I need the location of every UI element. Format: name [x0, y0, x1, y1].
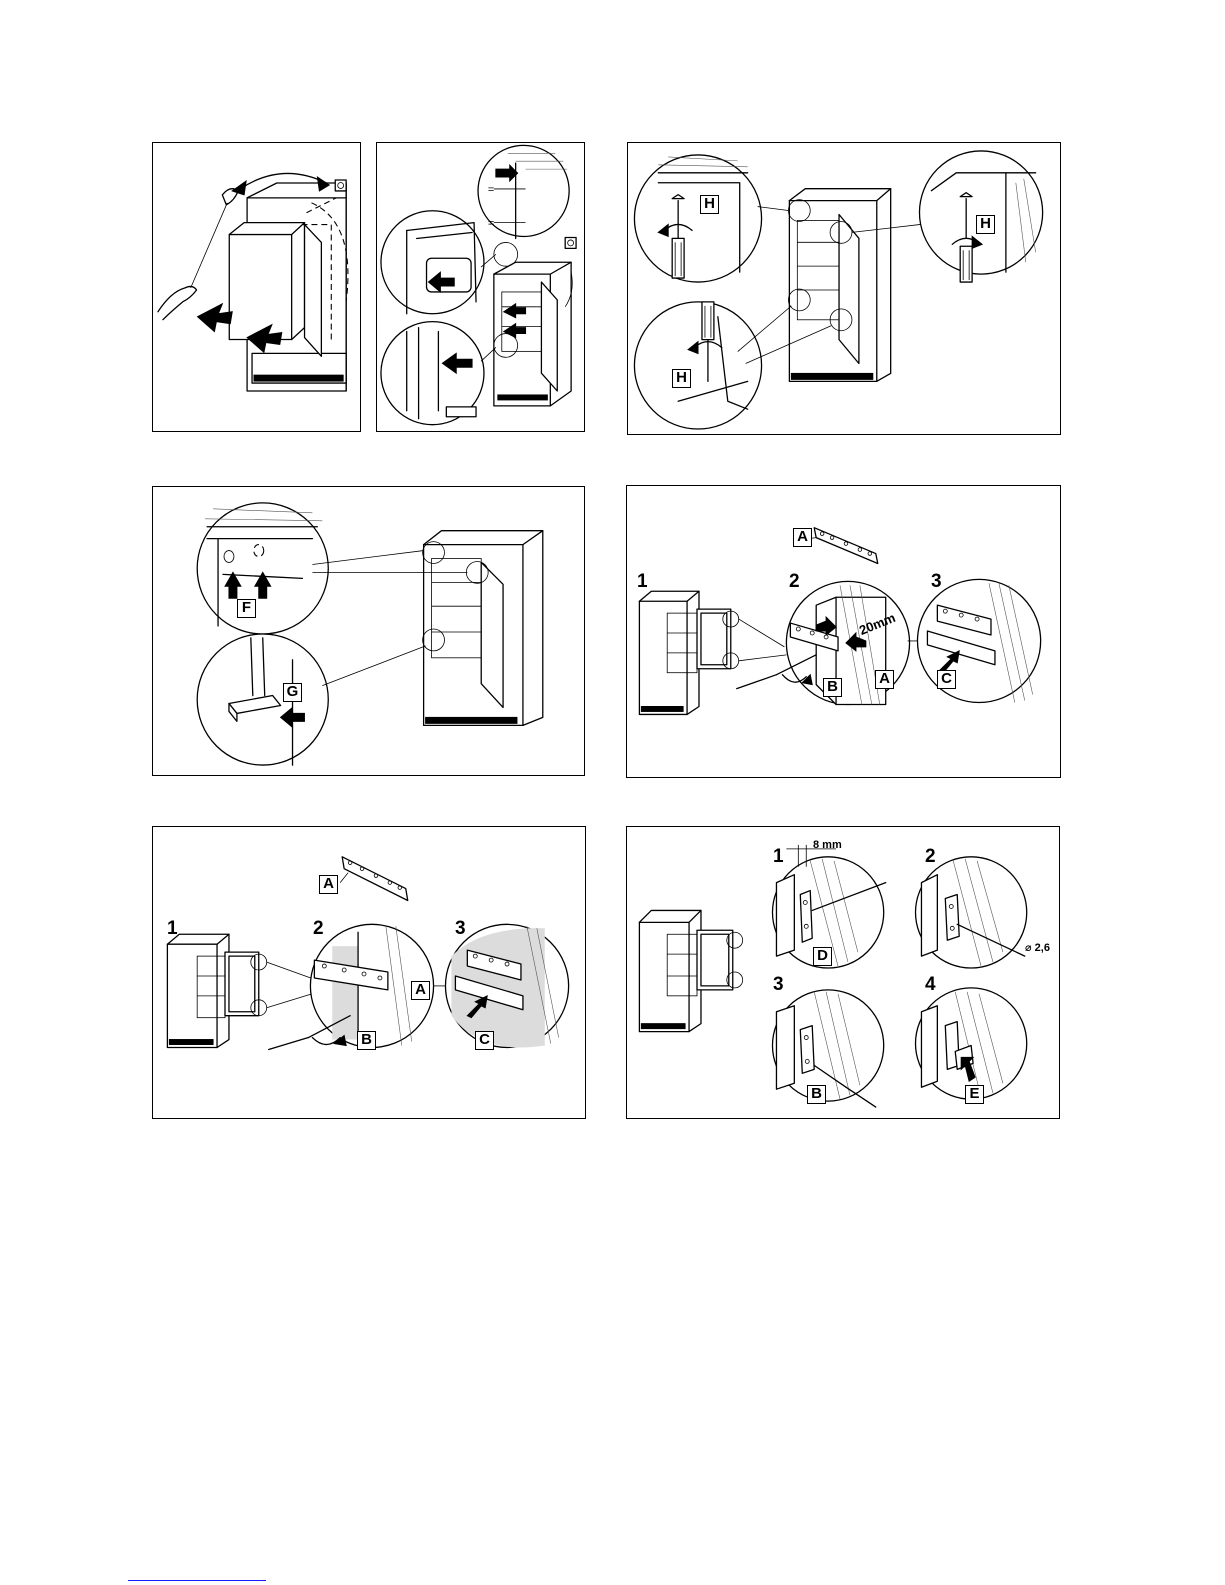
step-number-1: 1 [773, 847, 784, 866]
illustration-screws-h [628, 143, 1060, 434]
step-number-1: 1 [167, 919, 178, 938]
label-b: B [357, 1031, 376, 1050]
illustration-bracket-20mm [627, 486, 1060, 777]
label-a-part: A [793, 528, 812, 547]
dimension-8mm: 8 mm [813, 839, 842, 851]
label-e: E [965, 1085, 984, 1104]
step-number-3: 3 [455, 919, 466, 938]
illustration-hinge-steps [627, 827, 1059, 1118]
label-g: G [283, 683, 302, 702]
step-number-3: 3 [773, 975, 784, 994]
label-a-bracket: A [411, 981, 430, 1000]
illustration-cabinet-insert [153, 143, 360, 431]
label-c: C [475, 1031, 494, 1050]
label-c: C [937, 670, 956, 689]
label-b: B [807, 1085, 826, 1104]
step-number-2: 2 [789, 572, 800, 591]
figure-align-appliance: = = [376, 142, 585, 432]
footer-link-underline [128, 1580, 266, 1581]
illustration-align-detail: = = [377, 143, 584, 431]
figure-insert-appliance [152, 142, 361, 432]
label-h-top-left: H [700, 195, 719, 214]
figure-bracket-a-20mm: 1 2 3 A B A C 20mm [626, 485, 1061, 778]
label-b: B [823, 678, 842, 697]
svg-text:=: = [488, 218, 494, 230]
drill-diameter: ⌀ 2,6 [1025, 941, 1050, 954]
label-h-bottom-left: H [672, 369, 691, 388]
step-number-2: 2 [313, 919, 324, 938]
figure-hinge-cover-d-b-e: 1 2 3 4 8 mm ⌀ 2,6 D B E [626, 826, 1060, 1119]
figure-fix-screws-h: H H H [627, 142, 1061, 435]
figure-covers-f-g: F G [152, 486, 585, 776]
label-h-top-right: H [976, 215, 995, 234]
label-d: D [813, 947, 832, 966]
step-number-2: 2 [925, 847, 936, 866]
step-number-1: 1 [637, 572, 648, 591]
illustration-covers [153, 487, 584, 775]
step-number-4: 4 [925, 975, 936, 994]
label-a-part: A [319, 875, 338, 894]
figure-bracket-a: 1 2 3 A A B C [152, 826, 586, 1119]
step-number-3: 3 [931, 572, 942, 591]
illustration-bracket [153, 827, 585, 1118]
label-a-bracket: A [875, 670, 894, 689]
label-f: F [237, 599, 256, 618]
svg-text:=: = [488, 184, 494, 196]
